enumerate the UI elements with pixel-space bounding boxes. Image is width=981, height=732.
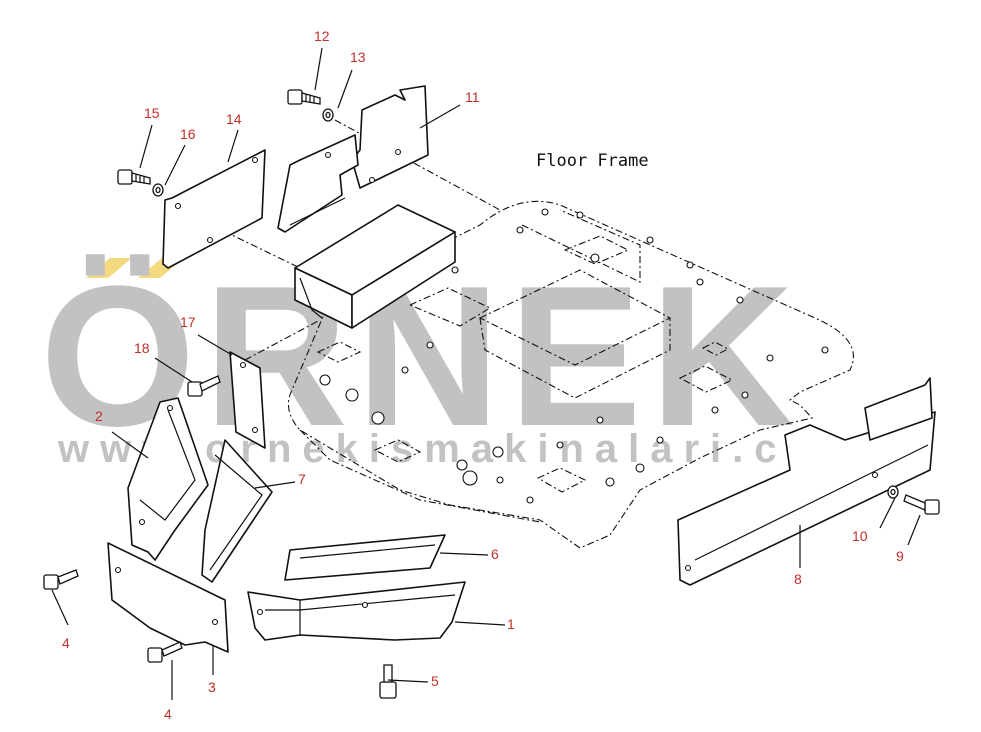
washer-13 (322, 108, 334, 122)
floor-frame (287, 200, 855, 549)
callout-11: 11 (465, 89, 480, 105)
watermark-accent-left (86, 258, 132, 278)
callout-16: 16 (180, 126, 196, 142)
callout-17: 17 (180, 314, 196, 330)
floor-frame-holes (319, 208, 829, 504)
floor-frame-outline (287, 200, 855, 549)
part-14-side-plate (162, 149, 266, 269)
callout-labels: 1 2 3 4 4 5 6 7 8 9 10 11 12 13 14 15 16… (62, 28, 904, 722)
callout-6: 6 (491, 546, 499, 562)
callout-4-lower: 4 (164, 706, 172, 722)
floor-frame-rect-1 (316, 341, 362, 363)
callout-18: 18 (134, 340, 150, 356)
callout-2: 2 (95, 408, 103, 424)
bolt-4-upper (43, 569, 79, 590)
diagram-title: Floor Frame (536, 151, 649, 171)
bolt-5 (379, 664, 397, 699)
floor-frame-cutout-4 (373, 439, 422, 463)
floor-frame-inner-line (299, 429, 541, 523)
part-11-rear-cover (277, 85, 429, 233)
floor-frame-tunnel (521, 209, 641, 283)
callout-14: 14 (226, 111, 242, 127)
part-6-strip (284, 534, 446, 581)
callout-12: 12 (314, 28, 330, 44)
washer-10 (887, 485, 899, 499)
leader-lines (51, 47, 921, 700)
washer-16 (152, 183, 164, 197)
bolt-12 (287, 89, 321, 105)
upper-box (294, 204, 456, 329)
callout-15: 15 (144, 105, 160, 121)
callout-5: 5 (431, 673, 439, 689)
floor-frame-raised-box-side (479, 317, 671, 399)
part-3-front-plate (107, 542, 229, 653)
callout-3: 3 (208, 679, 216, 695)
floor-frame-cutout-3 (678, 365, 734, 393)
callout-10: 10 (852, 528, 868, 544)
bolt-4-lower (147, 641, 183, 663)
callout-9: 9 (896, 548, 904, 564)
part-17-bracket (229, 351, 266, 449)
part-8-side-plate (677, 377, 936, 586)
part-7-triangle-plate (201, 439, 273, 583)
callout-13: 13 (350, 49, 366, 65)
floor-frame-rect-2 (563, 235, 630, 265)
callout-7: 7 (298, 471, 306, 487)
floor-frame-cutout-2 (536, 467, 587, 493)
callout-1: 1 (507, 616, 515, 632)
bolt-18 (187, 375, 221, 397)
floor-frame-rect-3 (701, 341, 730, 356)
callout-8: 8 (794, 571, 802, 587)
floor-frame-cutout-1 (408, 287, 492, 327)
callout-4-upper: 4 (62, 635, 70, 651)
part-1-step-channel (247, 581, 466, 641)
bolt-15 (117, 169, 151, 185)
bolt-9 (903, 494, 940, 515)
part-2-angle-bracket (127, 397, 209, 561)
